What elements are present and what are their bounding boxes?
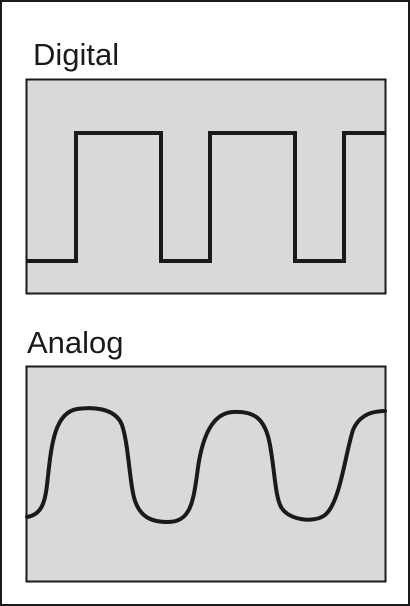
analog-smooth-wave — [25, 406, 387, 525]
digital-square-wave — [27, 131, 385, 263]
digital-label: Digital — [33, 37, 120, 72]
digital-panel-background — [25, 78, 387, 295]
analog-signal-panel — [25, 365, 387, 583]
digital-signal-panel — [25, 78, 387, 295]
analog-panel-background — [25, 365, 387, 583]
analog-label: Analog — [27, 325, 124, 360]
